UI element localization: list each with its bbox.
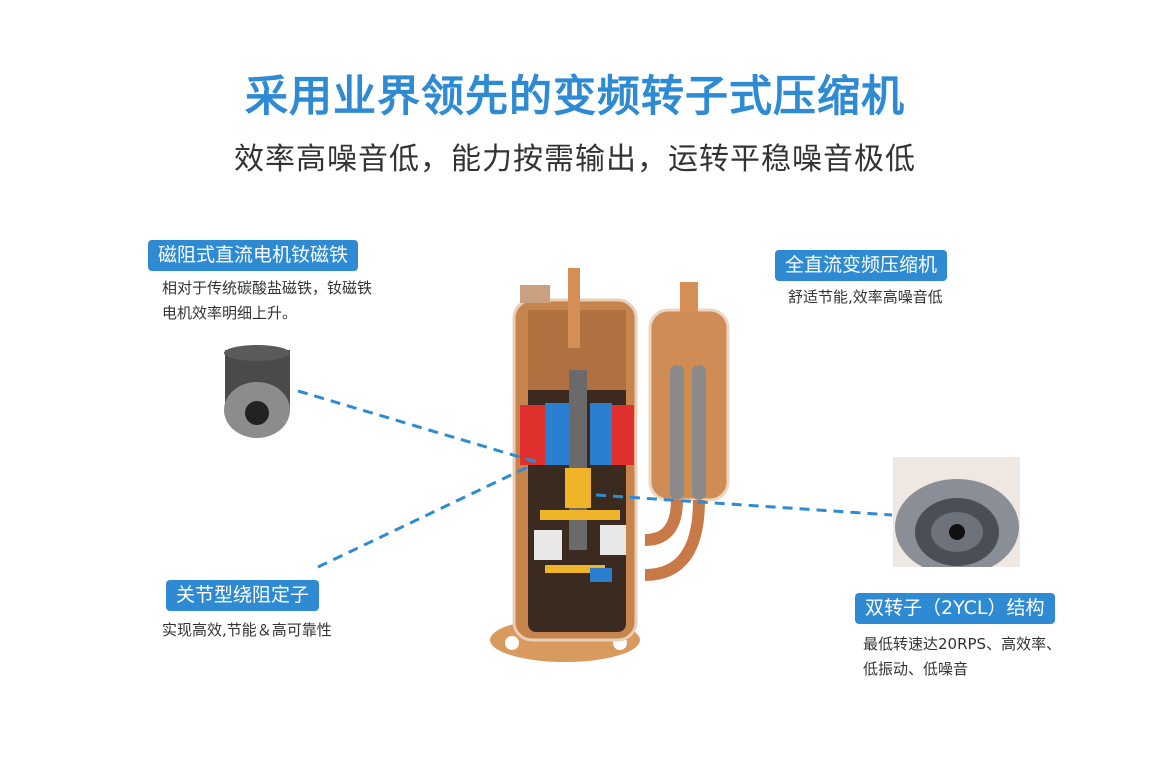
callout-tag-magnet: 磁阻式直流电机钕磁铁 bbox=[148, 240, 359, 271]
desc-line: 低振动、低噪音 bbox=[863, 660, 969, 678]
magnet-icon bbox=[224, 345, 290, 438]
desc-line: 舒适节能,效率高噪音低 bbox=[788, 288, 943, 306]
callout-tag-compressor: 全直流变频压缩机 bbox=[775, 250, 948, 281]
desc-line: 相对于传统碳酸盐磁铁，钕磁铁 bbox=[162, 279, 373, 297]
rotor-icon bbox=[893, 457, 1020, 567]
page-subtitle: 效率高噪音低，能力按需输出，运转平稳噪音极低 bbox=[234, 142, 916, 177]
desc-line: 实现高效,节能＆高可靠性 bbox=[162, 621, 332, 639]
callout-desc-magnet: 相对于传统碳酸盐磁铁，钕磁铁 电机效率明细上升。 bbox=[162, 276, 372, 326]
desc-line: 最低转速达20RPS、高效率、 bbox=[863, 635, 1062, 653]
page-title: 采用业界领先的变频转子式压缩机 bbox=[245, 72, 905, 122]
desc-line: 电机效率明细上升。 bbox=[162, 304, 298, 322]
callout-tag-rotor: 双转子（2YCL）结构 bbox=[855, 593, 1055, 624]
callout-desc-stator: 实现高效,节能＆高可靠性 bbox=[162, 618, 332, 643]
callout-desc-rotor: 最低转速达20RPS、高效率、 低振动、低噪音 bbox=[863, 632, 1061, 682]
connector-lines bbox=[297, 389, 893, 569]
callout-tag-stator: 关节型绕阻定子 bbox=[166, 580, 320, 611]
callout-desc-compressor: 舒适节能,效率高噪音低 bbox=[788, 285, 943, 310]
compressor-icon bbox=[490, 268, 730, 662]
